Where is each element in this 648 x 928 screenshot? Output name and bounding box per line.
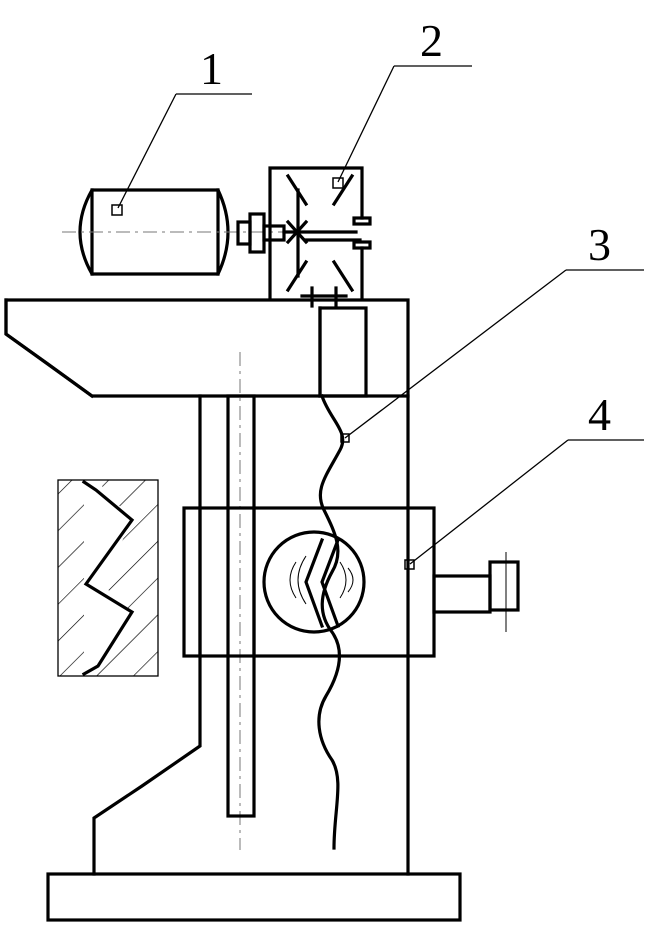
machine-head <box>4 298 410 850</box>
carriage <box>182 506 520 658</box>
gearbox <box>268 166 372 308</box>
callout-1-marker <box>111 204 123 216</box>
callout-4-marker <box>404 559 415 570</box>
callout-2-marker <box>332 177 344 189</box>
callout-label-2: 2 <box>420 15 443 66</box>
callout-label-4: 4 <box>588 389 611 440</box>
machine-base <box>46 872 462 922</box>
callout-3-marker <box>340 433 350 443</box>
motor <box>62 188 298 276</box>
callout-leaders <box>111 65 644 565</box>
thread-detail <box>57 479 159 677</box>
lead-screw <box>317 393 345 850</box>
callout-label-3: 3 <box>588 219 611 270</box>
callout-label-1: 1 <box>200 43 223 94</box>
